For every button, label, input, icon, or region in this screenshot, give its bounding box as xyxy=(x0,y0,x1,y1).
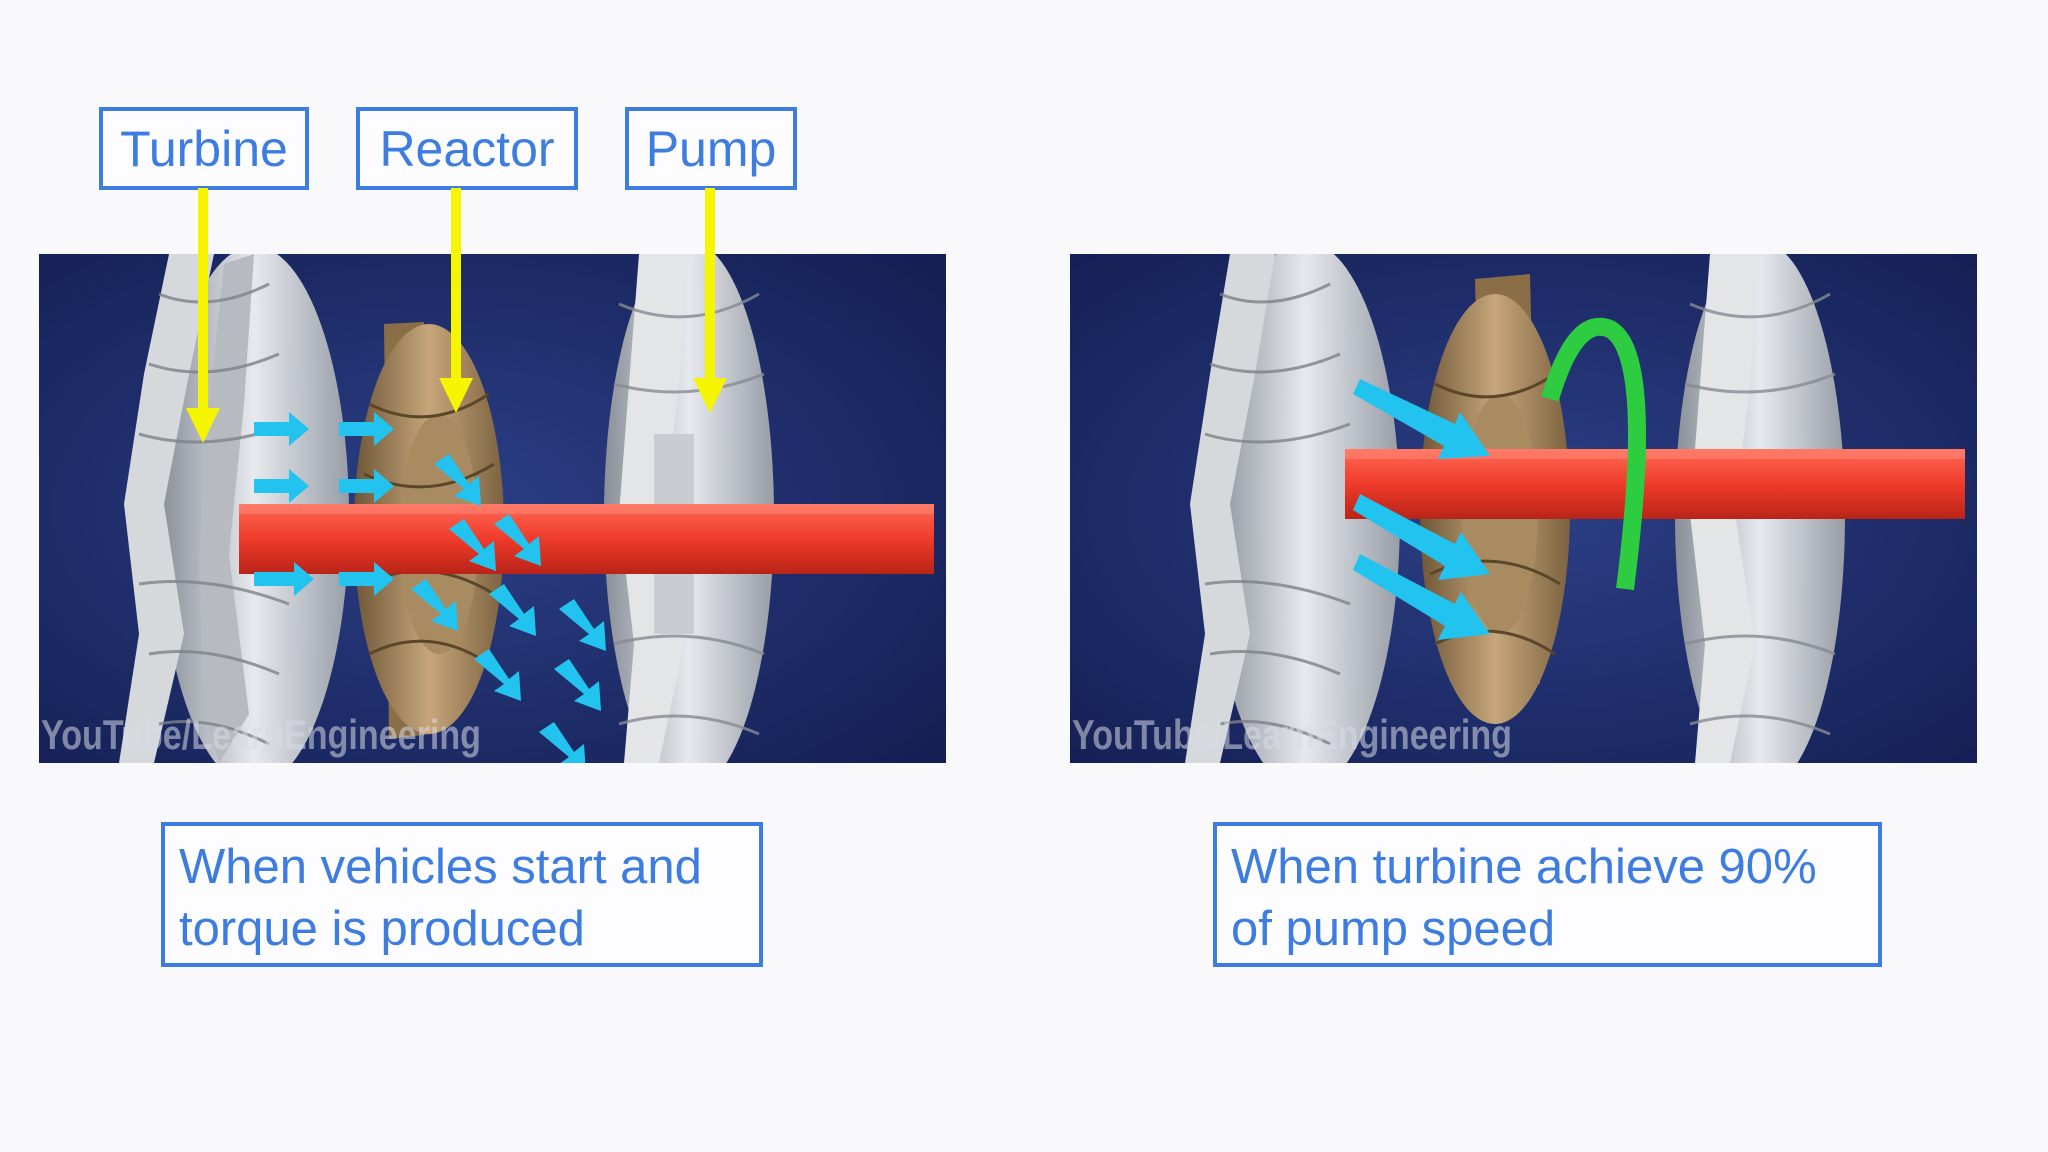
turbine-pointer-arrow xyxy=(186,188,220,443)
scene-coupling-illustration: YouTube/LearnEngineering xyxy=(1070,254,1977,763)
pump-pointer-arrow xyxy=(693,188,727,413)
pump-label: Pump xyxy=(625,107,797,190)
torque-converter-scene-start: YouTube/LearnEngineering xyxy=(39,254,946,763)
shaft-right xyxy=(1345,449,1965,519)
caption-coupling-line1: When turbine achieve 90% xyxy=(1231,840,1817,894)
watermark-right: YouTube/LearnEngineering xyxy=(1072,711,1512,758)
caption-start-line1: When vehicles start and xyxy=(179,840,702,894)
caption-coupling: When turbine achieve 90% of pump speed xyxy=(1213,822,1882,967)
caption-start: When vehicles start and torque is produc… xyxy=(161,822,763,967)
caption-coupling-line2: of pump speed xyxy=(1231,902,1556,956)
fluid-flow-arrows-right xyxy=(1353,379,1490,640)
turbine-label: Turbine xyxy=(99,107,309,190)
scene-start-illustration: YouTube/LearnEngineering xyxy=(39,254,946,763)
watermark-left: YouTube/LearnEngineering xyxy=(41,711,481,758)
torque-converter-scene-coupling: YouTube/LearnEngineering xyxy=(1070,254,1977,763)
caption-start-line2: torque is produced xyxy=(179,902,585,956)
reactor-label: Reactor xyxy=(356,107,578,190)
shaft xyxy=(239,504,934,574)
reactor-pointer-arrow xyxy=(439,188,473,413)
rotation-arrow xyxy=(1541,317,1646,591)
fluid-flow-arrows xyxy=(254,412,606,763)
pump-label-text: Pump xyxy=(645,120,777,177)
reactor-label-text: Reactor xyxy=(379,120,555,177)
turbine-label-text: Turbine xyxy=(120,120,288,177)
turbine-wheel-right xyxy=(1185,254,1400,763)
